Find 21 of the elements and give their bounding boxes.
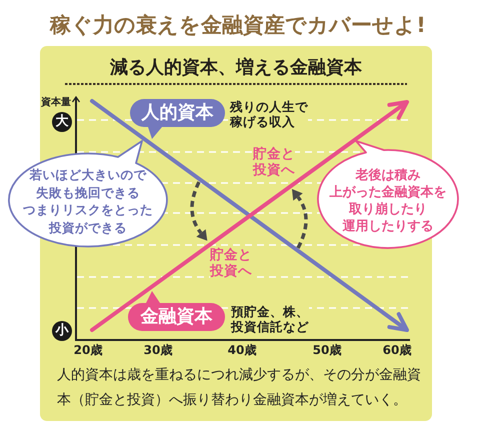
note-text: 預貯金、株、投資信託など: [231, 305, 309, 334]
bubble-title: 金融資本: [139, 305, 214, 329]
panel-heading: 減る人的資本、増える金融資本: [108, 56, 363, 80]
flow-label: 貯金と投資へ: [253, 147, 295, 178]
x-tick-label: 60歳: [382, 343, 412, 358]
flow-label: 貯金と投資へ: [210, 248, 252, 279]
page-title: 稼ぐ力の衰えを金融資産でカバーせよ!: [48, 12, 427, 39]
bubble-text: 老後は積み上がった金融資本を取り崩したり運用したりする: [328, 167, 448, 235]
x-tick-label: 30歳: [142, 343, 174, 358]
x-tick-label: 20歳: [72, 343, 104, 358]
axis-title: 資本量: [41, 96, 71, 109]
x-tick-label: 40歳: [226, 343, 258, 358]
x-tick-label: 50歳: [312, 343, 342, 358]
summary-text: 人的資本は歳を重ねるにつれ減少するが、その分が金融資本（貯金と投資）へ振り替わり金融資本が増えていく。: [57, 366, 422, 410]
note-text: 残りの人生で稼げる収入: [230, 100, 308, 129]
bubble-text: 若いほど大きいので失敗も挽回できるつまりリスクをとった投資ができる: [23, 166, 153, 236]
bubble-title: 人的資本: [140, 101, 214, 125]
speech-bubble: [8, 140, 169, 249]
speech-bubble: [128, 290, 225, 331]
speech-bubble: [130, 99, 225, 140]
speech-bubble: [317, 140, 459, 249]
